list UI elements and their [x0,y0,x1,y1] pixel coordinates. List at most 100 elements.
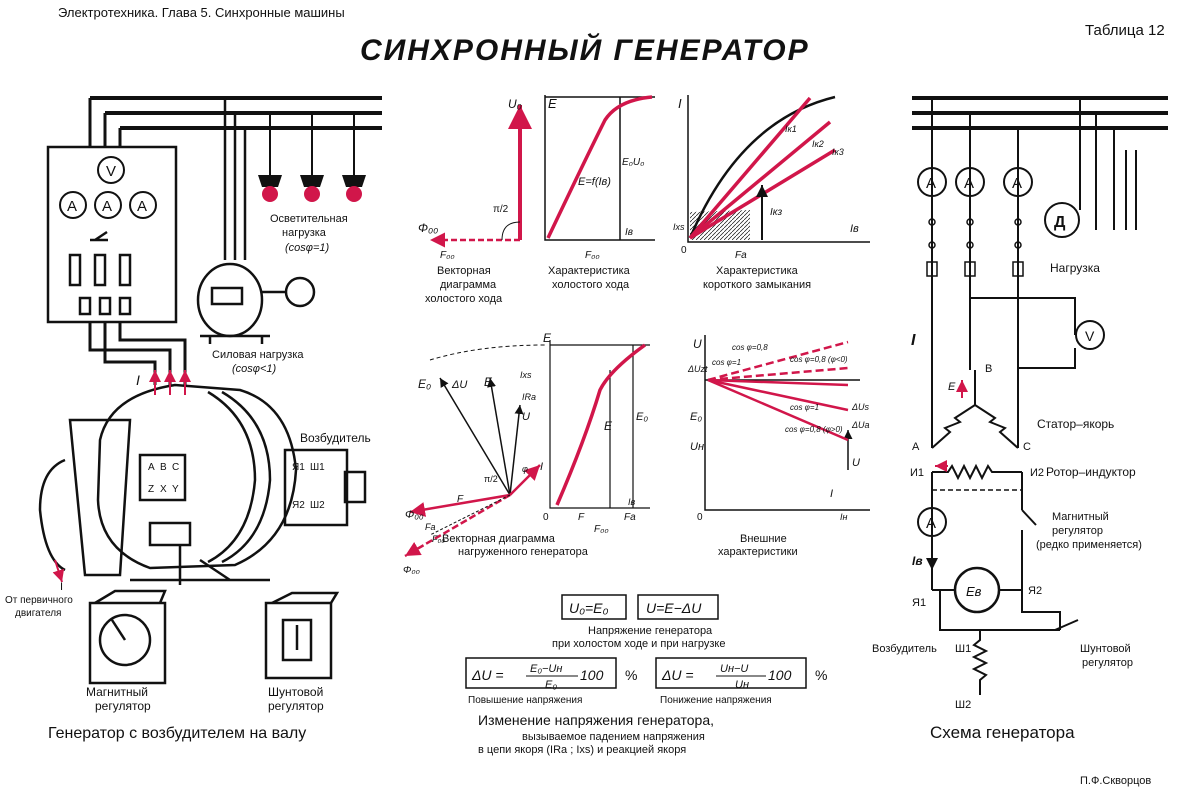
sc-caption-2: короткого замыкания [703,279,811,291]
label-ikz: Iкз [770,207,783,218]
bus-bars-left [90,96,382,130]
formula-load: U=E−ΔU [646,600,702,616]
label-duzt: ΔUzt [687,364,708,374]
label-du-vd: ΔU [451,379,467,391]
shunt-regulator-label-2: регулятор [268,699,324,713]
node-a-label: A [912,441,920,453]
label-f-vd: F [457,494,464,505]
exciter-circuit [932,589,1079,695]
label-pi2-vd: π/2 [484,474,498,484]
node-b-label: B [985,363,992,375]
label-e-load-2: E [604,419,613,433]
voltmeter-right-icon [1075,320,1105,350]
label-iv-load: Iв [628,497,636,507]
phase-ammeter-label-2: A [964,175,974,192]
drop-formula-den: Uн [735,679,749,691]
node-c-label: C [1023,441,1031,453]
label-uo: U₀ [508,97,522,111]
vd-noload-caption-2: диаграмма [440,279,497,291]
power-load-label-1: Силовая нагрузка [212,349,304,361]
power-load-motor-icon [196,98,316,344]
generator-terminals: A B C Z X Y Я1 Ш1 Я2 Ш2 [148,462,325,511]
terminal-y: Y [172,484,179,495]
terminal-b: B [160,462,167,473]
drop-formula-pct: % [815,667,827,683]
generator-body [38,383,367,585]
vd-noload: U₀ Φ₀₀ F₀₀ π/2 Векторная диаграмма холос… [418,97,532,305]
prime-mover-label-1: От первичного [5,595,73,606]
middle-panel: U₀ Φ₀₀ F₀₀ π/2 Векторная диаграмма холос… [403,95,870,756]
label-dua: ΔUа [851,420,870,430]
label-u-ext: U [693,337,702,351]
mag-reg-label-2: регулятор [1052,525,1103,537]
shunt-regulator-label-1: Шунтовой [268,685,323,699]
label-phi-po-vd: Φ₀₀ [403,565,420,576]
label-e-load: E [543,331,552,345]
terminal-sh2: Ш2 [310,500,325,511]
rotation-arrow [52,559,65,583]
rise-formula-du: ΔU = [471,667,504,683]
formula-caption-1: Напряжение генератора [588,625,713,637]
ammeter-icons [59,191,157,219]
mag-reg-label-1: Магнитный [1052,511,1109,523]
noload-char-caption-1: Характеристика [548,265,631,277]
sh2-label: Ш2 [955,699,971,711]
exciter-right-label: Возбудитель [872,643,937,655]
label-ik2: Iк2 [812,139,824,149]
label-zero-load: 0 [543,512,549,523]
label-u-arrow-ext: U [852,457,860,469]
current-label: I [136,372,140,388]
prime-mover-u-label: I [60,581,63,593]
external-caption-2: характеристики [718,546,798,558]
power-load-label-2: (cosφ<1) [232,363,276,375]
terminal-x: X [160,484,167,495]
vd-noload-caption-1: Векторная [437,265,491,277]
shunt-reg-right-label-2: регулятор [1082,657,1133,669]
rotor-label: Ротор–индуктор [1046,465,1136,479]
exciter-label: Возбудитель [300,431,371,445]
stator-label: Статор–якорь [1037,417,1114,431]
phase-ammeter-label-3: A [1012,175,1022,192]
rise-formula-pct: % [625,667,637,683]
right-caption: Схема генератора [930,723,1075,742]
rotor-circuit [931,463,1037,590]
phase-ammeter-label-1: A [926,175,936,192]
label-i-sc: I [678,96,682,111]
iv-label: Iв [912,554,923,568]
label-cos5: cos φ=0,8 (φ>0) [785,425,843,434]
current-arrows [149,370,191,395]
author: П.Ф.Скворцов [1080,775,1151,787]
label-eo-load: E₀ [636,411,648,423]
terminal-c: C [172,462,179,473]
switchboard-feeds [88,98,122,147]
motor-icon [1044,202,1080,238]
label-ira-vd: IRа [522,392,536,402]
switchboard-panel [46,145,178,324]
label-cos3: cos φ=0,8 (φ<0) [790,355,848,364]
noload-characteristic: E E=f(Iв) E₀U₀ Iв F₀₀ Характеристика хол… [544,95,655,291]
ev-label: Eв [966,584,982,599]
lighting-lamps [258,113,366,202]
label-phi-po: Φ₀₀ [418,221,438,235]
left-caption: Генератор с возбудителем на валу [48,725,306,742]
ammeter-label-1: A [67,198,77,215]
label-ixs-vd: Ixs [520,370,532,380]
label-phi-vd: φ [522,464,528,474]
header: Электротехника. Глава 5. Синхронные маши… [58,5,1165,67]
label-cos1: cos φ=0,8 [732,343,768,352]
label-un-ext: Uн [690,441,704,453]
exciter-ammeter-icon [917,507,947,537]
label-phi-vd: Φ₀₀ [405,509,424,521]
node-i2-label: И2 [1030,467,1044,479]
terminal-ya2: Я2 [292,500,305,511]
ya1-label: Я1 [912,597,926,609]
noload-char-caption-2: холостого хода [552,279,630,291]
magnetic-regulator-label-2: регулятор [95,699,151,713]
rise-formula-100: 100 [580,667,604,683]
lighting-load-label-3: (cosφ=1) [285,242,329,254]
label-eo-ext: E₀ [690,411,702,423]
ammeter-label-3: A [137,198,147,215]
terminal-a: A [148,462,155,473]
phase-wires [931,98,1137,448]
